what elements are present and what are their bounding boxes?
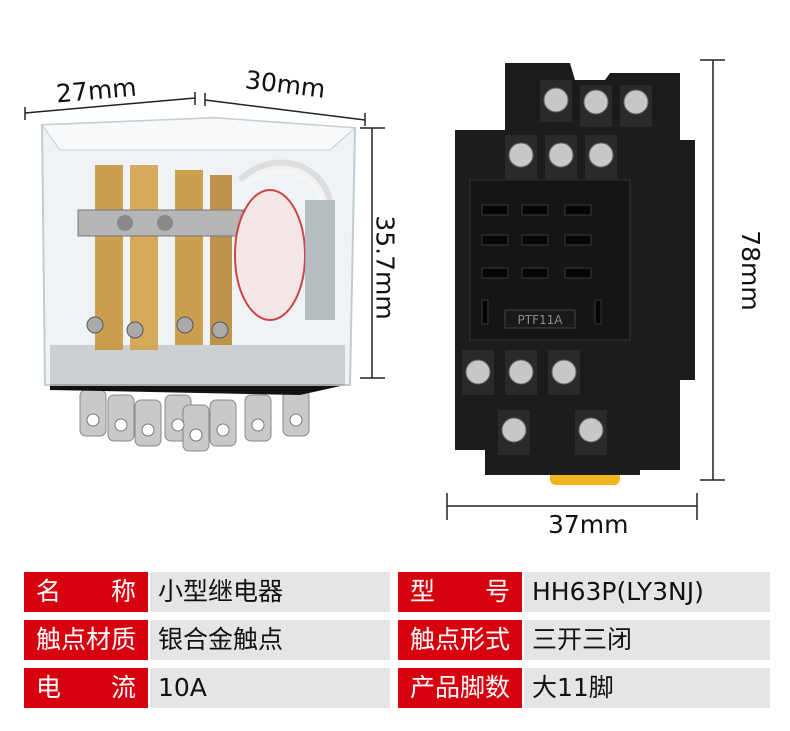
spec-label-char: 型 xyxy=(410,577,436,606)
spec-label-pin-count: 产品脚数 xyxy=(398,668,522,708)
spec-label-text: 触点形式 xyxy=(410,625,511,654)
spec-row: 电 流 10A 产品脚数 大11脚 xyxy=(24,668,770,708)
spec-label-model: 型 号 xyxy=(398,572,522,612)
socket-dimension-lines xyxy=(446,59,725,520)
socket-terminals-top xyxy=(505,80,652,180)
relay-image xyxy=(40,116,357,452)
spec-row: 触点材质 银合金触点 触点形式 三开三闭 xyxy=(24,620,770,660)
spec-label-text: 触点材质 xyxy=(36,625,137,654)
product-illustration: PTF11A xyxy=(24,59,725,520)
relay-pins xyxy=(79,389,310,452)
spec-value-current: 10A xyxy=(150,668,390,708)
spec-label-contact-material: 触点材质 xyxy=(24,620,148,660)
spec-label-text: 产品脚数 xyxy=(410,673,511,702)
product-image-area: PTF11A 27mm 30mm 35.7mm 78mm 37mm xyxy=(24,59,765,539)
spec-label-current: 电 流 xyxy=(24,668,148,708)
socket-marking: PTF11A xyxy=(518,313,564,327)
spec-label-name: 名 称 xyxy=(24,572,148,612)
socket-width-label: 37mm xyxy=(548,510,629,539)
spec-value-name: 小型继电器 xyxy=(150,572,390,612)
spec-label-char: 电 xyxy=(36,673,62,702)
relay-dimension-lines xyxy=(24,92,385,379)
socket-pin-holes xyxy=(481,204,602,325)
socket-terminals-bottom xyxy=(462,350,607,455)
spec-label-char: 名 xyxy=(36,577,62,606)
relay-height-label: 35.7mm xyxy=(370,215,400,320)
relay-depth-label: 27mm xyxy=(54,72,138,109)
spec-value-model: HH63P(LY3NJ) xyxy=(524,572,770,612)
spec-label-char: 号 xyxy=(484,577,510,606)
spec-value-pin-count: 大11脚 xyxy=(524,668,770,708)
socket-image: PTF11A xyxy=(455,63,695,485)
spec-value-contact-form: 三开三闭 xyxy=(524,620,770,660)
spec-value-contact-material: 银合金触点 xyxy=(150,620,390,660)
spec-label-char: 流 xyxy=(110,673,136,702)
spec-label-char: 称 xyxy=(110,577,136,606)
relay-coil xyxy=(234,189,306,321)
spec-label-contact-form: 触点形式 xyxy=(398,620,522,660)
spec-row: 名 称 小型继电器 型 号 HH63P(LY3NJ) xyxy=(24,572,770,612)
socket-height-label: 78mm xyxy=(735,230,765,311)
